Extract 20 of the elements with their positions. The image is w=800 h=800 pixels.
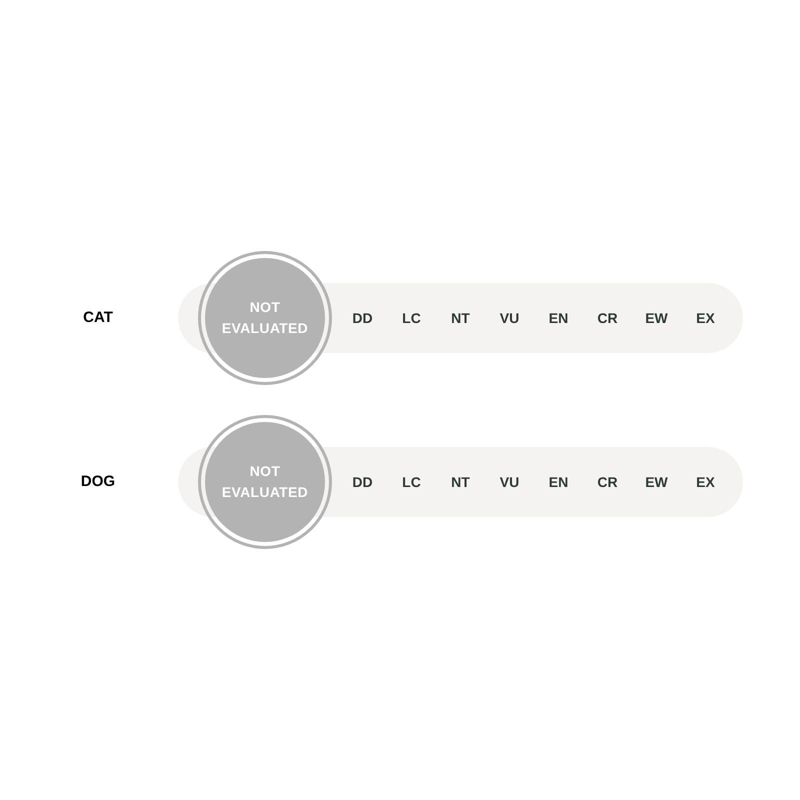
status-code: EN bbox=[548, 474, 570, 490]
status-code: CR bbox=[596, 474, 619, 490]
status-code: VU bbox=[498, 310, 520, 326]
status-code: NT bbox=[450, 474, 471, 490]
status-code: EX bbox=[695, 474, 716, 490]
status-code: EN bbox=[548, 310, 570, 326]
status-code: CR bbox=[596, 310, 619, 326]
status-code: LC bbox=[401, 474, 422, 490]
status-code: VU bbox=[498, 474, 520, 490]
status-code: DD bbox=[351, 474, 374, 490]
status-code: EW bbox=[644, 474, 669, 490]
status-code: DD bbox=[351, 310, 374, 326]
status-text: NOT EVALUATED bbox=[220, 462, 310, 502]
status-text: NOT EVALUATED bbox=[220, 298, 310, 338]
status-code: EW bbox=[644, 310, 669, 326]
status-code: EX bbox=[695, 310, 716, 326]
row-label: CAT bbox=[82, 308, 114, 328]
status-code: LC bbox=[401, 310, 422, 326]
row-label: DOG bbox=[80, 472, 116, 492]
status-code: NT bbox=[450, 310, 471, 326]
